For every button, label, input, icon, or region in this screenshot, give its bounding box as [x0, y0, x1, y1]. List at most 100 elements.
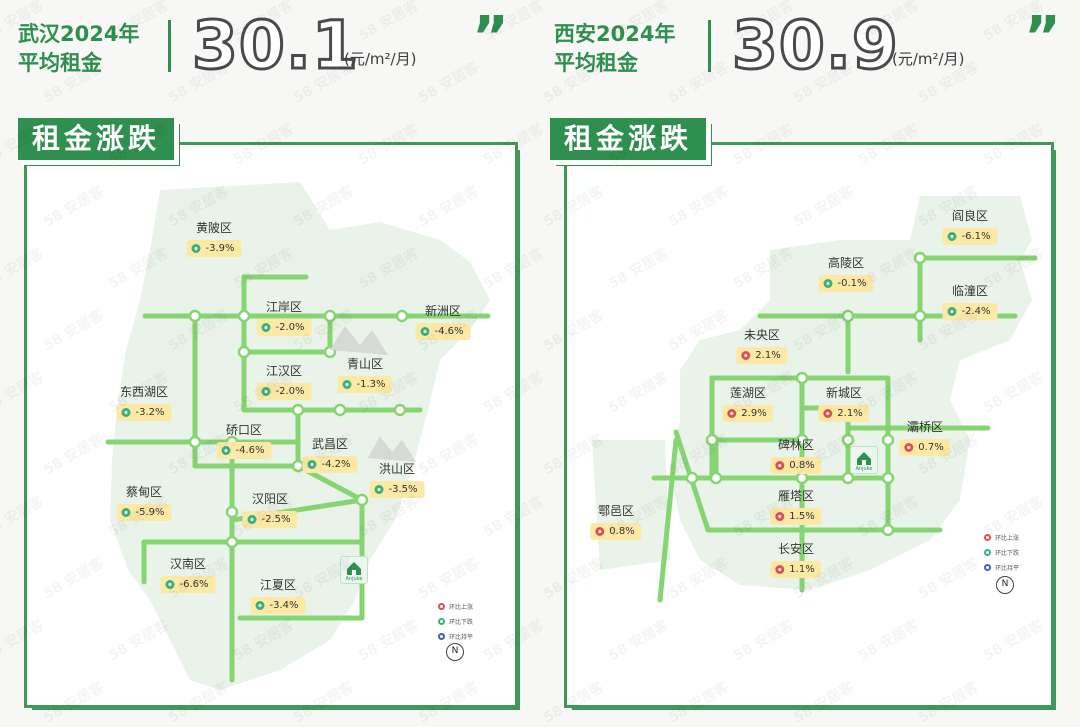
flat-dot-icon — [438, 633, 445, 640]
city-title-line1: 武汉2024年 — [18, 22, 140, 46]
up-dot-icon — [775, 461, 785, 470]
quote-mark-icon: ” — [1024, 5, 1061, 70]
down-dot-icon — [121, 508, 131, 517]
down-dot-icon — [165, 580, 175, 589]
rent-change-pill: 2.9% — [722, 405, 774, 422]
down-dot-icon — [342, 380, 352, 389]
district-label: 莲湖区 2.9% — [722, 384, 774, 422]
rent-change-pill: 0.7% — [899, 439, 951, 456]
average-rent-value: 30.9 — [731, 6, 900, 86]
flat-dot-icon — [984, 564, 991, 571]
city-title-line1: 西安2024年 — [554, 22, 676, 46]
rent-change-pill: 1.5% — [770, 508, 822, 525]
rent-change-pill: -3.4% — [250, 597, 306, 614]
city-title-line2: 平均租金 — [18, 51, 102, 75]
rent-unit: (元/m²/月) — [344, 50, 417, 68]
rent-change-pill: -2.0% — [256, 319, 312, 336]
region-shape — [670, 196, 1032, 590]
road-nodes — [685, 251, 927, 537]
rent-change-pill: -4.6% — [216, 442, 272, 459]
district-label: 新城区 2.1% — [818, 384, 870, 422]
rent-change-pill: -0.1% — [818, 275, 874, 292]
map-legend: 环比上涨 环比下跌 环比持平 — [984, 533, 1019, 578]
compass-icon: N — [446, 643, 464, 661]
district-label: 新洲区 -4.6% — [415, 302, 471, 340]
district-label: 江汉区 -2.0% — [256, 362, 312, 400]
compass-icon: N — [996, 576, 1014, 594]
rent-change-pill: -3.5% — [369, 481, 425, 498]
district-label: 蔡甸区 -5.9% — [116, 483, 172, 521]
up-dot-icon — [595, 527, 605, 536]
up-dot-icon — [741, 351, 751, 360]
down-dot-icon — [438, 618, 445, 625]
quote-mark-icon: ” — [472, 5, 509, 70]
up-dot-icon — [775, 512, 785, 521]
district-label: 硚口区 -4.6% — [216, 421, 272, 459]
rent-change-pill: -3.9% — [186, 240, 242, 257]
rent-change-pill: 2.1% — [736, 347, 788, 364]
down-dot-icon — [261, 387, 271, 396]
district-label: 汉南区 -6.6% — [160, 555, 216, 593]
map-legend: 环比上涨 环比下跌 环比持平 — [438, 602, 473, 647]
rent-unit: (元/m²/月) — [892, 50, 965, 68]
rent-change-pill: -2.5% — [242, 511, 298, 528]
district-label: 江夏区 -3.4% — [250, 576, 306, 614]
rent-change-pill: 0.8% — [590, 523, 642, 540]
down-dot-icon — [255, 601, 265, 610]
mountain-icon — [330, 326, 388, 355]
rent-change-pill: 2.1% — [818, 405, 870, 422]
rent-change-pill: -6.1% — [942, 228, 998, 245]
district-label: 江岸区 -2.0% — [256, 298, 312, 336]
rent-change-pill: -2.0% — [256, 383, 312, 400]
district-label: 黄陂区 -3.9% — [186, 219, 242, 257]
district-label: 未央区 2.1% — [736, 326, 788, 364]
anjuke-logo-icon: Anjuke — [850, 446, 878, 474]
section-banner: 租金涨跌 — [550, 118, 707, 160]
rent-change-pill: -3.2% — [116, 404, 172, 421]
down-dot-icon — [947, 307, 957, 316]
wuhan-panel: 武汉2024年 平均租金 30.1 (元/m²/月) ” — [0, 0, 540, 720]
rent-change-pill: -2.4% — [942, 303, 998, 320]
up-dot-icon — [984, 534, 991, 541]
xian-road-map — [592, 196, 1038, 603]
district-label: 汉阳区 -2.5% — [242, 490, 298, 528]
city-title: 西安2024年 平均租金 — [554, 20, 694, 78]
district-label: 武昌区 -4.2% — [302, 435, 358, 473]
district-label: 碑林区 0.8% — [770, 436, 822, 474]
anjuke-label: Anjuke — [345, 576, 363, 582]
header-divider — [168, 20, 171, 72]
rent-change-pill: -1.3% — [337, 376, 393, 393]
district-label: 临潼区 -2.4% — [942, 282, 998, 320]
up-dot-icon — [727, 409, 737, 418]
section-banner: 租金涨跌 — [18, 118, 175, 160]
rent-change-pill: -5.9% — [116, 504, 172, 521]
down-dot-icon — [420, 327, 430, 336]
city-title: 武汉2024年 平均租金 — [18, 20, 158, 78]
down-dot-icon — [221, 446, 231, 455]
rent-change-pill: -4.2% — [302, 456, 358, 473]
district-label: 长安区 1.1% — [770, 540, 822, 578]
down-dot-icon — [984, 549, 991, 556]
rent-change-pill: 1.1% — [770, 561, 822, 578]
xian-panel: 西安2024年 平均租金 30.9 (元/m²/月) ” — [540, 0, 1080, 720]
rent-change-pill: -4.6% — [415, 323, 471, 340]
district-label: 高陵区 -0.1% — [818, 254, 874, 292]
anjuke-label: Anjuke — [855, 466, 873, 472]
down-dot-icon — [261, 323, 271, 332]
district-label: 鄠邑区 0.8% — [590, 502, 642, 540]
average-rent-value: 30.1 — [191, 6, 360, 86]
district-label: 阎良区 -6.1% — [942, 207, 998, 245]
district-label: 灞桥区 0.7% — [899, 418, 951, 456]
down-dot-icon — [121, 408, 131, 417]
mountain-icon — [368, 436, 416, 462]
down-dot-icon — [374, 485, 384, 494]
up-dot-icon — [438, 603, 445, 610]
down-dot-icon — [823, 279, 833, 288]
road-nodes — [188, 309, 409, 549]
header-divider — [708, 20, 711, 72]
city-title-line2: 平均租金 — [554, 51, 638, 75]
down-dot-icon — [191, 244, 201, 253]
rent-change-pill: 0.8% — [770, 457, 822, 474]
district-label: 洪山区 -3.5% — [369, 460, 425, 498]
up-dot-icon — [775, 565, 785, 574]
